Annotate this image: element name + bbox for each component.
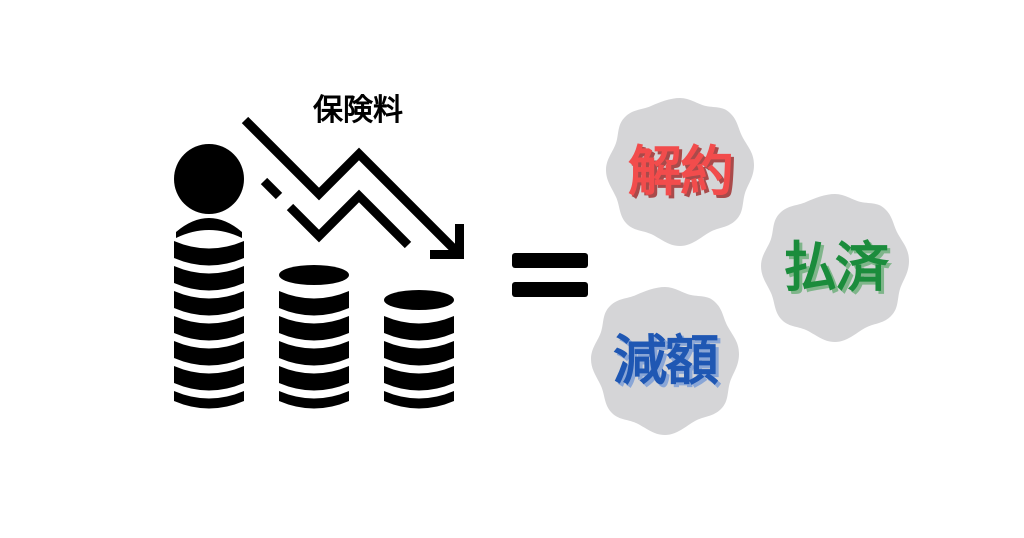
badge-label: 払済	[783, 236, 889, 299]
insurance-premium-label: 保険料	[313, 93, 403, 128]
scalloped-badge-icon	[591, 287, 739, 435]
scalloped-badge-icon	[606, 98, 754, 246]
badge-label: 減額	[613, 329, 719, 392]
down-trend-arrow-icon	[241, 116, 461, 256]
coin-icon	[174, 144, 244, 214]
badge-cancellation: 解約	[605, 97, 755, 247]
badge-reduction: 減額	[590, 286, 740, 436]
badge-paid-up: 払済	[760, 193, 910, 343]
equals-bar-top	[512, 253, 588, 268]
equals-bar-bottom	[512, 282, 588, 297]
scalloped-badge-icon	[761, 194, 909, 342]
tall-coin-stack	[174, 241, 244, 409]
arrowhead-icon	[430, 224, 464, 259]
badge-label: 解約	[628, 140, 734, 203]
short-coin-stack	[384, 290, 454, 409]
medium-coin-stack	[279, 265, 349, 409]
